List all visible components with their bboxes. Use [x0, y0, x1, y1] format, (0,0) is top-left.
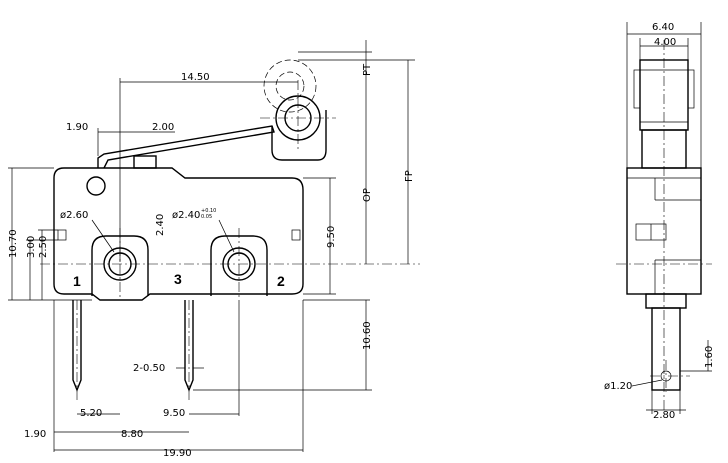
dim-op: OP [362, 188, 373, 202]
right-tab [291, 229, 301, 241]
lever-actuator [133, 155, 157, 169]
dim-height-9-50: 9.50 [326, 226, 337, 248]
dim-lever-length: 14.50 [181, 72, 210, 83]
dim-pitch-9-50: 9.50 [163, 408, 185, 419]
side-dim-pin-width: 2.80 [653, 410, 675, 421]
roller-bracket [271, 110, 327, 161]
terminal-label-3: 3 [174, 271, 182, 287]
side-view [616, 40, 712, 412]
terminal-label-2: 2 [277, 273, 285, 289]
dim-height-3-00: 3.00 [26, 236, 37, 258]
dim-edge-1-90: 1.90 [24, 429, 46, 440]
side-pin-base [645, 293, 687, 309]
side-dim-width-inner: 4.00 [654, 37, 676, 48]
side-roller-hub-left [633, 69, 641, 109]
side-dim-pin-hole: ø1.20 [604, 381, 632, 392]
mounting-hole-top [86, 176, 106, 196]
dim-pitch-8-80: 8.80 [121, 429, 143, 440]
dim-pt: PT [362, 63, 373, 76]
dim-lever-pivot: 2.00 [152, 122, 174, 133]
dim-pin-width: 2-0.50 [133, 363, 165, 374]
dim-hole-small: ø2.60 [60, 210, 88, 221]
terminal-label-1: 1 [73, 273, 81, 289]
side-dim-width-outer: 6.40 [652, 22, 674, 33]
front-dimensions: 14.50 1.90 2.00 ø2.60 ø2.40 +0.10 0.05 2… [8, 40, 415, 459]
dim-height-2-40: 2.40 [155, 214, 166, 236]
side-pin [651, 307, 681, 391]
roller-free-inner [275, 71, 305, 101]
side-dim-pin-height: 1.60 [704, 346, 715, 368]
dim-hole-large: ø2.40 [172, 210, 200, 221]
dim-overall-width: 19.90 [163, 448, 192, 459]
side-dimensions: 6.40 4.00 ø1.20 2.80 1.60 [604, 22, 715, 421]
roller-free-position [263, 59, 317, 113]
dim-pitch-5-20: 5.20 [80, 408, 102, 419]
dim-fp: FP [404, 170, 415, 182]
dim-lever-offset: 1.90 [66, 122, 88, 133]
left-tab [57, 229, 67, 241]
dim-height-10-70: 10.70 [8, 229, 19, 258]
dim-tol-plus: +0.10 [201, 208, 216, 214]
side-roller-hub-right [687, 69, 695, 109]
front-view [40, 59, 420, 400]
switch-body [53, 167, 304, 301]
dim-tol-minus: 0.05 [201, 214, 212, 220]
dim-pin-length: 10.60 [362, 321, 373, 350]
dim-height-2-50: 2.50 [38, 236, 49, 258]
